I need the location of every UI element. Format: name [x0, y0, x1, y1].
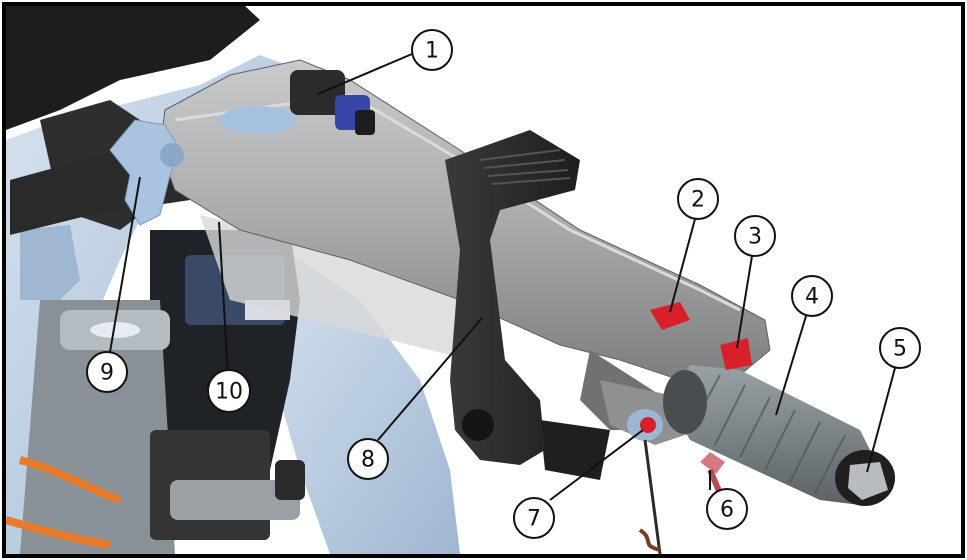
- callout-4: 4: [791, 275, 833, 317]
- throttle-grip: [663, 365, 895, 506]
- rear-fitting: [290, 70, 375, 135]
- leader-5: [866, 367, 896, 473]
- kill-switch: [627, 409, 663, 555]
- callout-1: 1: [411, 29, 453, 71]
- leader-3: [736, 255, 753, 349]
- callout-7: 7: [513, 497, 555, 539]
- leader-1: [317, 53, 413, 95]
- leader-7: [549, 429, 644, 501]
- callout-2: 2: [677, 178, 719, 220]
- leader-lines: [109, 53, 896, 501]
- leader-9: [109, 176, 141, 353]
- red-button-3: [720, 338, 752, 370]
- callout-label-2: 2: [691, 188, 705, 213]
- callout-5: 5: [879, 327, 921, 369]
- callout-8: 8: [347, 438, 389, 480]
- callout-label-8: 8: [361, 448, 375, 473]
- callout-label-10: 10: [215, 380, 243, 405]
- callout-label-9: 9: [100, 361, 114, 386]
- callout-label-3: 3: [748, 225, 762, 250]
- shift-lever: [445, 130, 580, 465]
- inner-panel: [200, 215, 470, 360]
- leader-8: [377, 317, 483, 441]
- callout-10: 10: [207, 369, 251, 413]
- callout-label-6: 6: [720, 498, 734, 523]
- callout-label-7: 7: [527, 507, 541, 532]
- red-button-2: [650, 302, 690, 330]
- callout-label-4: 4: [805, 285, 819, 310]
- callout-label-1: 1: [425, 39, 439, 64]
- leader-10: [218, 221, 229, 376]
- callout-3: 3: [734, 215, 776, 257]
- callouts: 1 2 3 4 5 6 7 8: [86, 29, 921, 539]
- callout-9: 9: [86, 351, 128, 393]
- callout-label-5: 5: [893, 337, 907, 362]
- blue-knob: [109, 119, 184, 226]
- engine-cover: [6, 6, 260, 130]
- leader-4: [775, 315, 807, 416]
- callout-6: 6: [706, 488, 748, 530]
- red-key-6: [700, 452, 725, 474]
- leader-2: [669, 218, 696, 313]
